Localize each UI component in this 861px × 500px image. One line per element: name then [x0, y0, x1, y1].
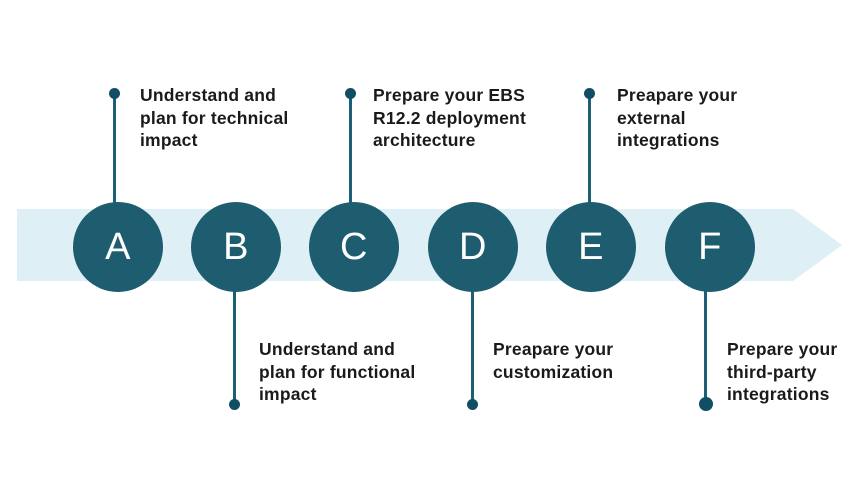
step-label-b: Understand and plan for functional impac… — [259, 339, 416, 404]
connector-dot-b — [229, 399, 240, 410]
connector-dot-f — [699, 397, 713, 411]
connector-line-b — [233, 285, 236, 405]
connector-dot-c — [345, 88, 356, 99]
step-circle-d: D — [428, 202, 518, 292]
step-circle-a: A — [73, 202, 163, 292]
connector-line-a — [113, 93, 116, 210]
step-label-f: Prepare your third-party integrations — [727, 339, 838, 404]
step-circle-e: E — [546, 202, 636, 292]
step-letter-a: A — [105, 225, 131, 268]
step-circle-c: C — [309, 202, 399, 292]
connector-line-c — [349, 93, 352, 210]
step-letter-c: C — [340, 225, 368, 268]
connector-dot-d — [467, 399, 478, 410]
step-label-e: Preapare your external integrations — [617, 85, 738, 150]
step-circle-f: F — [665, 202, 755, 292]
step-letter-f: F — [698, 225, 722, 268]
step-label-c: Prepare your EBS R12.2 deployment archit… — [373, 85, 526, 150]
connector-dot-a — [109, 88, 120, 99]
connector-dot-e — [584, 88, 595, 99]
step-label-a: Understand and plan for technical impact — [140, 85, 289, 150]
connector-line-f — [704, 285, 707, 405]
connector-line-d — [471, 285, 474, 405]
connector-line-e — [588, 93, 591, 210]
step-circle-b: B — [191, 202, 281, 292]
step-label-d: Preapare your customization — [493, 339, 614, 382]
step-letter-d: D — [459, 225, 487, 268]
step-letter-b: B — [223, 225, 249, 268]
step-letter-e: E — [578, 225, 604, 268]
